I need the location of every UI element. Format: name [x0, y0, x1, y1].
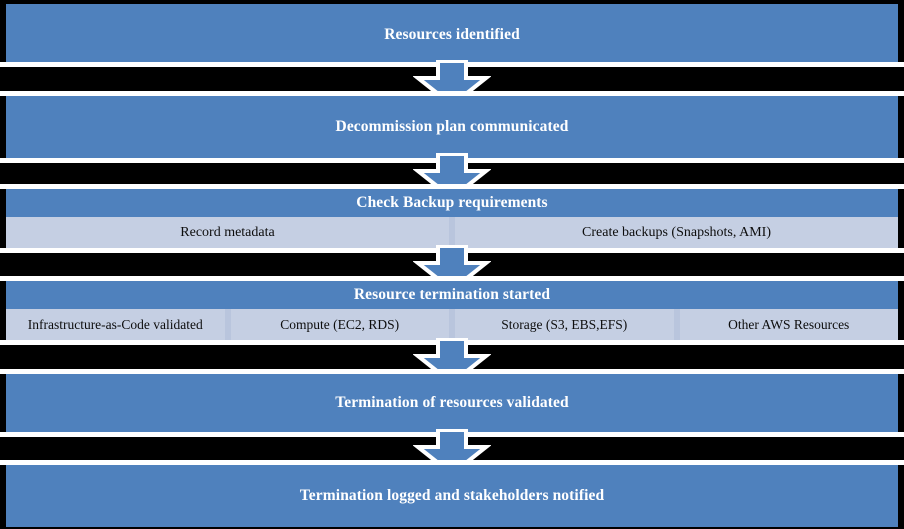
- substep-compute[interactable]: Compute (EC2, RDS): [230, 309, 449, 340]
- substep-row-resource-termination-started: Infrastructure-as-Code validated Compute…: [6, 309, 898, 340]
- flow-stage-resources-identified[interactable]: Resources identified: [6, 4, 898, 66]
- substep-other-aws-resources[interactable]: Other AWS Resources: [679, 309, 898, 340]
- stage-label-termination-of-resources-validated: Termination of resources validated: [6, 374, 898, 432]
- substep-create-backups[interactable]: Create backups (Snapshots, AMI): [455, 217, 898, 248]
- seam-1-top: [0, 62, 904, 67]
- seam-5-top: [0, 432, 904, 437]
- substep-storage[interactable]: Storage (S3, EBS,EFS): [455, 309, 674, 340]
- seam-2-top: [0, 158, 904, 163]
- seam-4-bottom: [0, 276, 904, 281]
- seam-3-bottom: [0, 184, 904, 189]
- stage-label-check-backup-requirements: Check Backup requirements: [6, 189, 898, 217]
- stage-label-resource-termination-started: Resource termination started: [6, 281, 898, 309]
- seam-5-bottom: [0, 369, 904, 374]
- stage-label-termination-logged-stakeholders-notified: Termination logged and stakeholders noti…: [6, 465, 898, 527]
- seam-4-top: [0, 340, 904, 345]
- seam-3-top: [0, 248, 904, 253]
- stage-label-decommission-plan-communicated: Decommission plan communicated: [6, 96, 898, 158]
- flow-stage-decommission-plan-communicated[interactable]: Decommission plan communicated: [6, 96, 898, 158]
- seam-2-bottom: [0, 91, 904, 96]
- flow-stage-resource-termination-started[interactable]: Resource termination started Infrastruct…: [6, 281, 898, 340]
- flow-stage-termination-logged-stakeholders-notified[interactable]: Termination logged and stakeholders noti…: [6, 465, 898, 527]
- substep-row-check-backup-requirements: Record metadata Create backups (Snapshot…: [6, 217, 898, 248]
- seam-6-bottom: [0, 460, 904, 465]
- flow-stage-check-backup-requirements[interactable]: Check Backup requirements Record metadat…: [6, 189, 898, 248]
- substep-infrastructure-as-code-validated[interactable]: Infrastructure-as-Code validated: [6, 309, 225, 340]
- flow-stage-termination-of-resources-validated[interactable]: Termination of resources validated: [6, 374, 898, 432]
- stage-label-resources-identified: Resources identified: [6, 4, 898, 66]
- substep-record-metadata[interactable]: Record metadata: [6, 217, 449, 248]
